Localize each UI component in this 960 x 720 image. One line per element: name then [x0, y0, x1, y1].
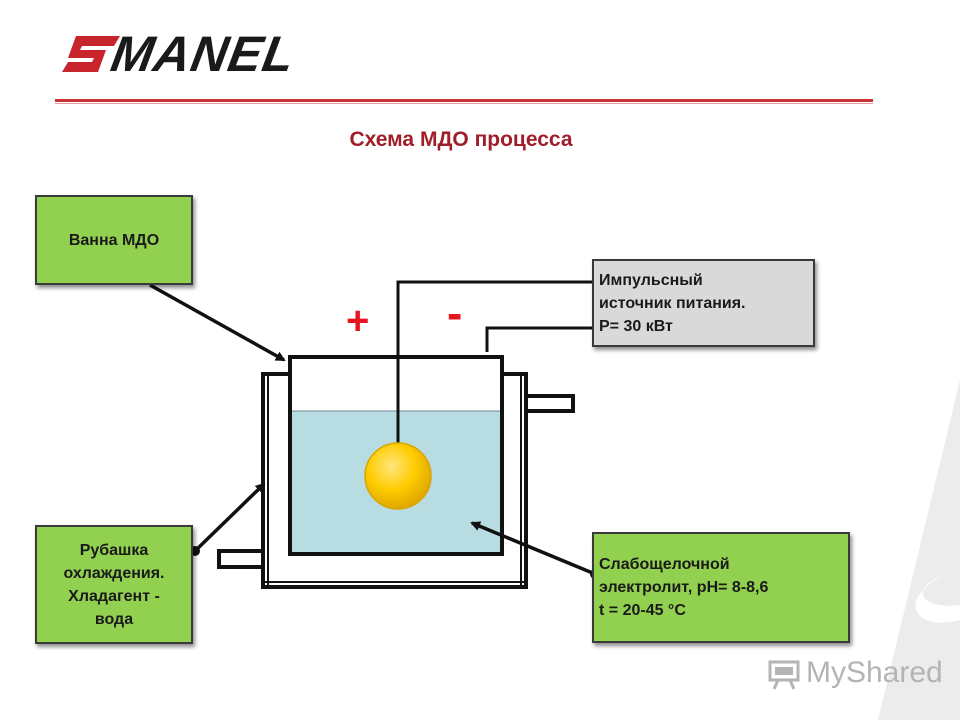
decorative-stripe — [878, 380, 960, 720]
label-electrolyte-line: t = 20-45 °C — [599, 602, 686, 619]
label-jacket-line: Рубашка — [79, 541, 149, 559]
arrow-jacket — [193, 482, 266, 553]
header-rule-thin — [55, 103, 873, 104]
manel-logo: MANEL — [62, 26, 324, 82]
power-wires — [396, 280, 592, 445]
label-electrolyte: Слабощелочной электролит, pH= 8-8,6 t = … — [592, 532, 850, 643]
manel-s-mark-icon — [62, 36, 120, 72]
label-electrolyte-line: электролит, pH= 8-8,6 — [599, 579, 769, 596]
workpiece-anode — [364, 442, 432, 510]
label-bath-line: Ванна МДО — [68, 231, 160, 249]
arrow-electrolyte — [470, 521, 596, 576]
arrow-bath — [149, 283, 286, 362]
label-power-line: источник питания. — [599, 294, 746, 312]
cathode-minus-sign: - — [447, 287, 463, 339]
header-rule — [55, 99, 873, 102]
presentation-board-icon — [768, 660, 800, 690]
label-cooling-jacket: Рубашка охлаждения. Хладагент - вода — [35, 525, 193, 644]
anode-plus-sign: + — [346, 299, 370, 343]
label-jacket-line: Хладагент - — [68, 587, 160, 605]
label-power-supply: Импульсный источник питания. P= 30 кВт — [592, 259, 815, 347]
label-jacket-line: охлаждения. — [63, 564, 165, 582]
label-power-line: Импульсный — [599, 271, 703, 289]
label-bath: Ванна МДО — [35, 195, 193, 285]
label-power-line: P= 30 кВт — [599, 317, 673, 335]
label-electrolyte-line: Слабощелочной — [599, 556, 730, 573]
slide-title: Схема МДО процесса — [349, 128, 573, 151]
label-jacket-line: вода — [94, 610, 134, 628]
watermark-text: MyShared — [806, 656, 943, 689]
